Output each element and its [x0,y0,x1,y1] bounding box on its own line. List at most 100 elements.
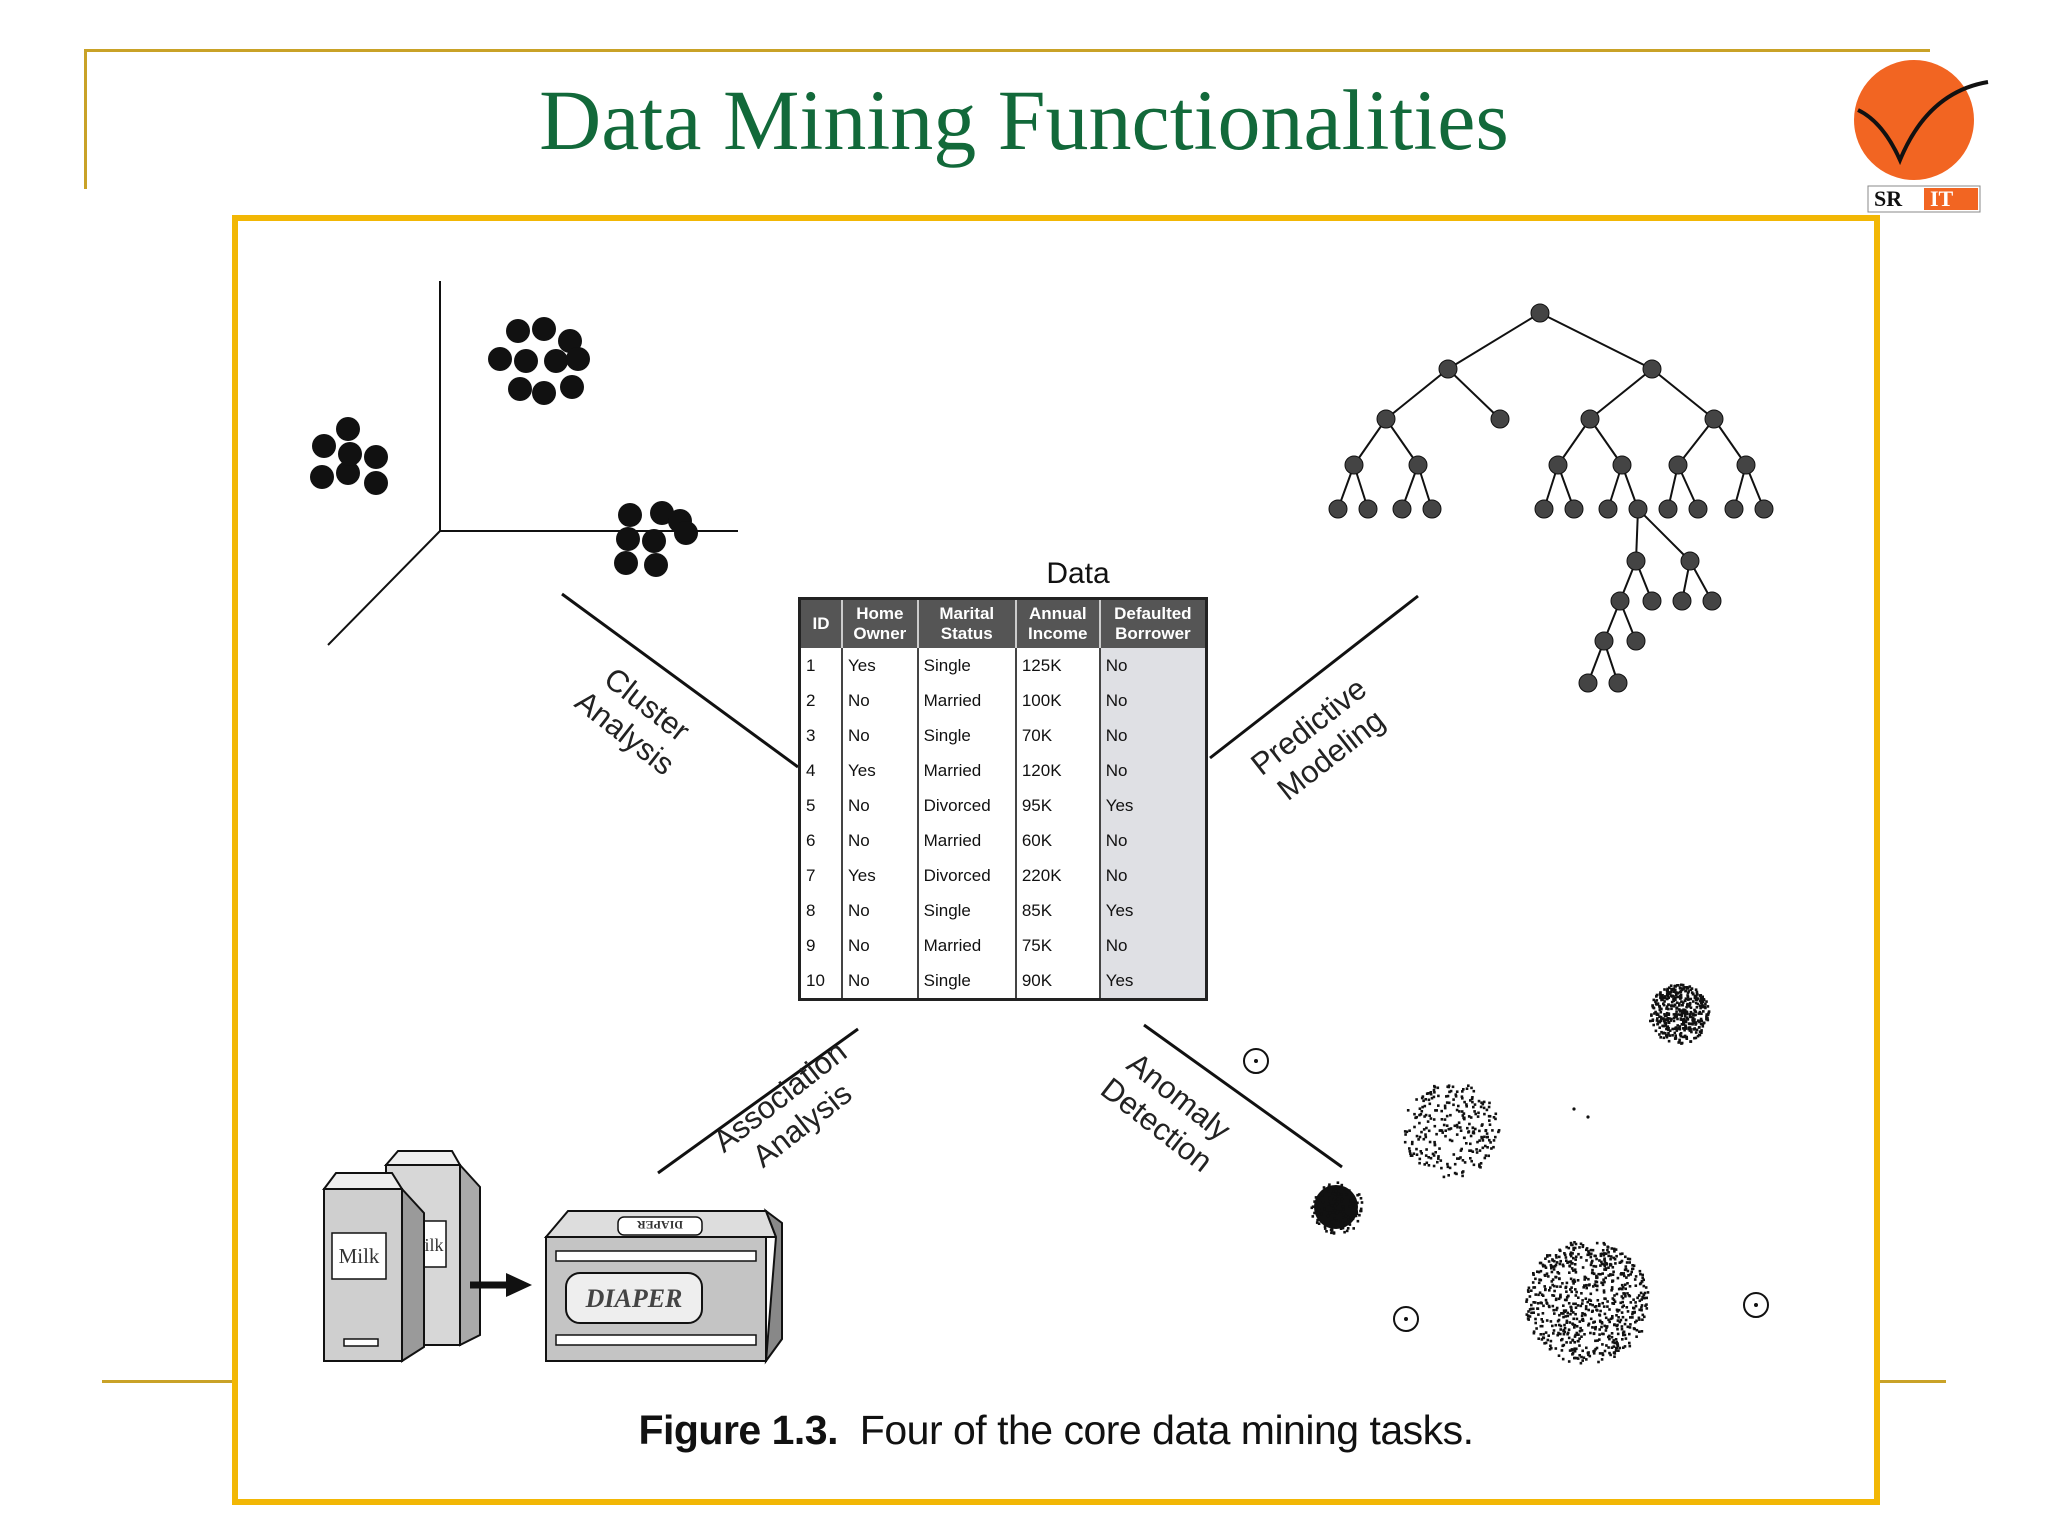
anomaly-point [1348,1223,1352,1226]
anomaly-point [1701,1003,1704,1007]
anomaly-point [1549,1344,1552,1348]
anomaly-point [1579,1361,1583,1365]
anomaly-detection-illustration [1243,983,1769,1365]
anomaly-point [1550,1270,1554,1274]
anomaly-point [1486,1135,1489,1139]
anomaly-point [1359,1197,1363,1200]
anomaly-point [1594,1347,1597,1351]
anomaly-point [1613,1294,1616,1297]
anomaly-point [1353,1202,1356,1206]
anomaly-point [1554,1275,1557,1279]
anomaly-point [1688,1013,1692,1016]
anomaly-point [1628,1332,1631,1336]
anomaly-point [1470,1086,1473,1090]
anomaly-point [1621,1300,1624,1304]
anomaly-point [1612,1247,1616,1251]
anomaly-point [1349,1202,1352,1206]
anomaly-point [1488,1119,1491,1122]
anomaly-point [1583,1333,1586,1336]
anomaly-point [1344,1214,1348,1218]
anomaly-point [1468,1149,1471,1152]
anomaly-point [1532,1307,1535,1311]
anomaly-point [1610,1287,1614,1291]
table-cell: Yes [1098,893,1207,928]
anomaly-point [1589,1252,1593,1256]
anomaly-point [1624,1318,1628,1322]
anomaly-point [1701,995,1704,999]
anomaly-point [1693,1018,1696,1021]
anomaly-point [1461,1090,1464,1093]
anomaly-point [1447,1101,1451,1105]
anomaly-point [1621,1305,1624,1309]
anomaly-point [1655,995,1658,998]
anomaly-point [1642,1278,1645,1282]
anomaly-point [1695,1006,1699,1009]
anomaly-point [1348,1189,1351,1192]
anomaly-point [1418,1161,1421,1165]
anomaly-point [1688,1005,1691,1008]
anomaly-point [1623,1283,1627,1286]
anomaly-point [1699,1022,1703,1026]
anomaly-point [1638,1299,1642,1303]
anomaly-point [1479,1166,1482,1169]
anomaly-point [1575,1290,1578,1294]
anomaly-point [1611,1297,1615,1300]
anomaly-point [1669,991,1673,994]
anomaly-point [1544,1257,1547,1260]
anomaly-point [1332,1224,1335,1227]
cluster-point [338,442,362,466]
anomaly-point [1328,1221,1331,1225]
anomaly-point [1571,1323,1575,1326]
table-cell: Yes [841,858,918,893]
anomaly-point [1432,1095,1436,1099]
anomaly-point [1659,1019,1662,1023]
anomaly-point [1321,1200,1325,1204]
anomaly-point [1634,1304,1638,1308]
anomaly-point [1555,1256,1558,1259]
tree-node [1530,303,1550,323]
tree-node [1608,673,1628,693]
anomaly-point [1610,1346,1614,1349]
anomaly-point [1613,1257,1617,1261]
anomaly-point [1349,1199,1352,1202]
anomaly-point [1480,1101,1483,1104]
anomaly-point [1621,1252,1624,1255]
anomaly-point [1579,1326,1582,1330]
diaper-label: DIAPER [585,1284,683,1313]
anomaly-point [1564,1315,1567,1318]
anomaly-point [1612,1345,1616,1348]
anomaly-point [1635,1335,1638,1338]
anomaly-point [1566,1294,1570,1298]
table-cell: 125K [1014,648,1100,683]
anomaly-point [1463,1161,1467,1164]
anomaly-point [1635,1319,1638,1323]
anomaly-point [1438,1147,1441,1150]
anomaly-point [1335,1211,1339,1215]
anomaly-point [1340,1193,1343,1196]
anomaly-point [1654,1010,1657,1014]
table-cell: 7 [799,858,842,893]
anomaly-point [1528,1295,1532,1298]
anomaly-point [1613,1300,1617,1303]
anomaly-point [1705,1000,1708,1003]
anomaly-point [1578,1354,1581,1357]
anomaly-point [1548,1347,1552,1351]
anomaly-point [1583,1312,1586,1316]
anomaly-point [1678,1002,1681,1005]
anomaly-point [1470,1097,1474,1101]
table-cell: 4 [799,753,842,788]
anomaly-point [1676,1027,1680,1030]
anomaly-point [1553,1284,1556,1288]
table-cell: No [841,963,918,1000]
anomaly-point [1595,1288,1599,1292]
anomaly-point [1687,990,1690,993]
connector-association [657,1027,859,1175]
table-cell: No [841,823,918,858]
anomaly-point [1686,987,1690,990]
table-cell: 120K [1014,753,1100,788]
anomaly-point [1616,1342,1619,1345]
anomaly-point [1321,1193,1324,1197]
table-cell: Yes [1098,788,1207,823]
anomaly-point [1662,996,1666,1000]
anomaly-point [1664,1024,1667,1027]
